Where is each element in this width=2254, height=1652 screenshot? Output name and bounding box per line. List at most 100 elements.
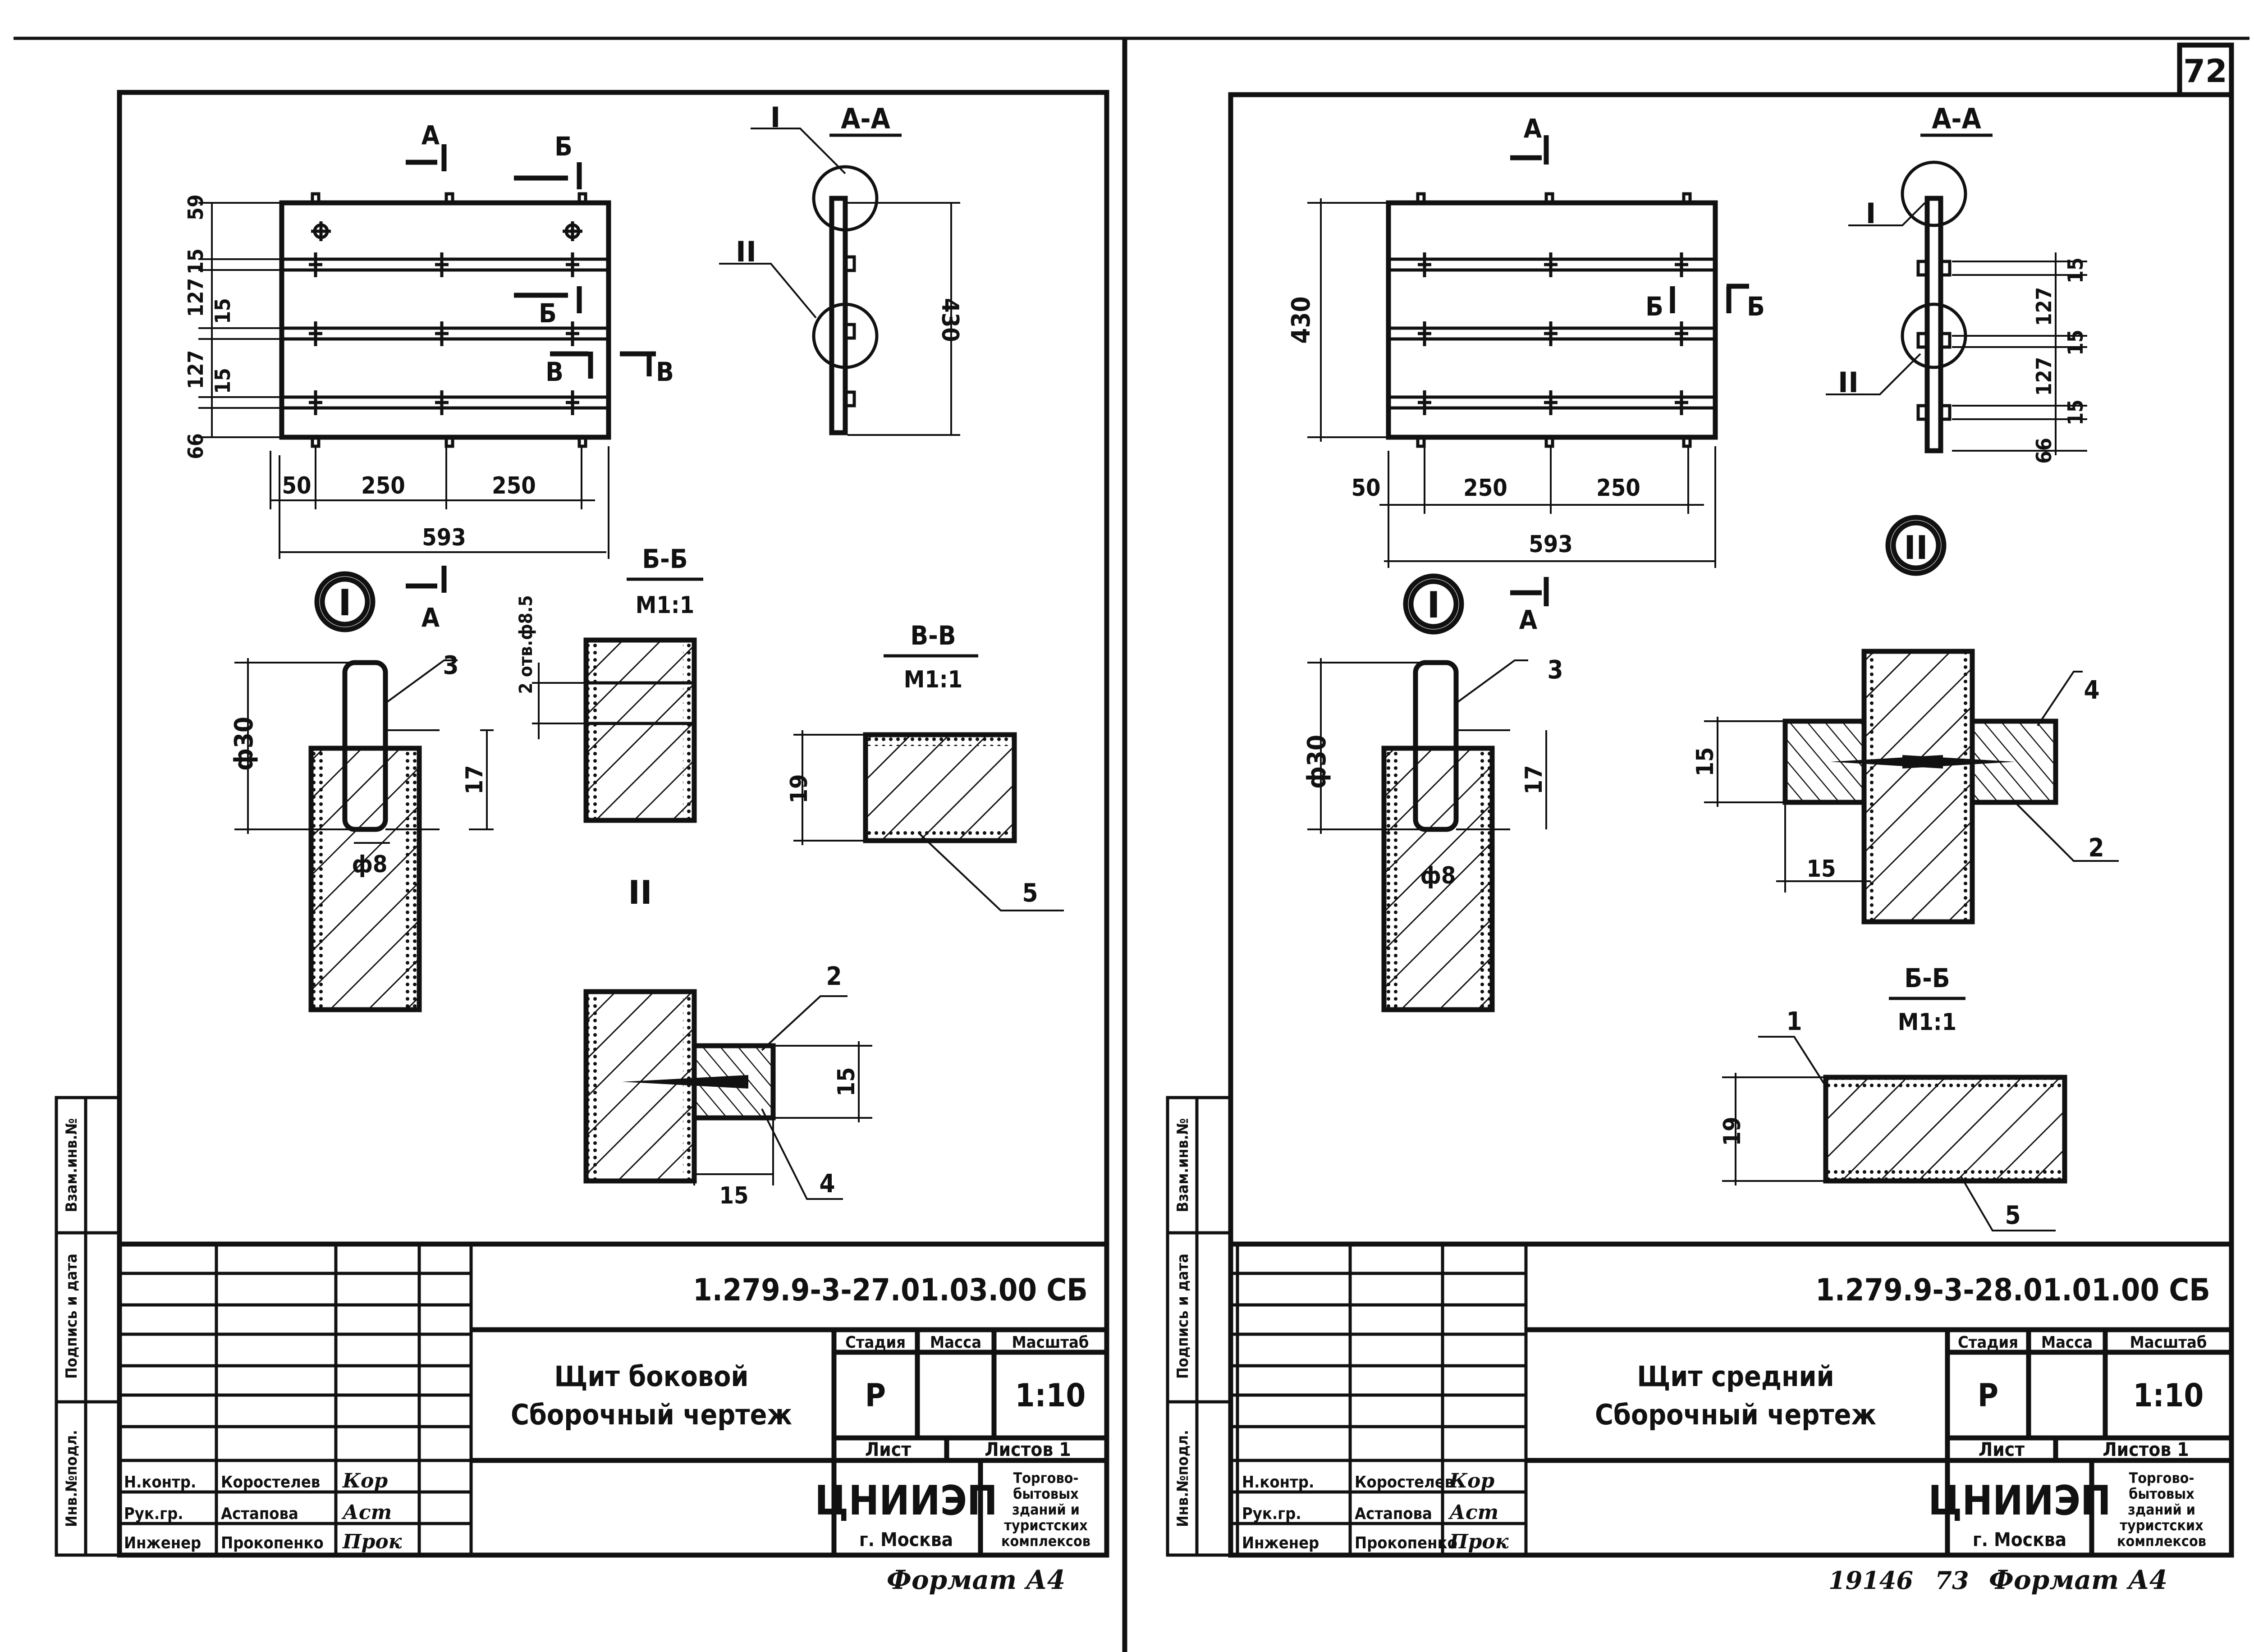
right-section-aa: А-А I II 15 127 15 127 15 66 II <box>1826 102 2088 576</box>
right-dim-593: 593 <box>1529 531 1573 558</box>
left-pin-top-1 <box>311 192 321 205</box>
left-cut-v-right: В <box>656 357 674 387</box>
left-dim-vertical-lines <box>198 202 282 438</box>
left-bb-scale: М1:1 <box>636 592 694 619</box>
left-detail-II-title: II <box>628 874 652 911</box>
right-detail-II-15v: 15 <box>1692 747 1719 776</box>
left-vv-title: В-В <box>910 620 956 651</box>
left-tb-desc-1: бытовых <box>1013 1485 1079 1502</box>
left-batten-1 <box>280 257 610 272</box>
left-aa-dim-430: 430 <box>936 298 963 342</box>
right-nail-marks <box>1418 252 1688 415</box>
sheet-ref: 73 <box>1935 1566 1969 1595</box>
right-bb-part-5: 5 <box>2005 1201 2020 1230</box>
left-tb-role-0: Н.контр. <box>124 1473 196 1492</box>
left-cut-a-bottom: А <box>421 602 440 633</box>
left-detail-I-d8: ф8 <box>352 851 388 878</box>
right-tb-mass-h: Масса <box>2041 1333 2093 1352</box>
page-number: 72 <box>2183 53 2227 90</box>
left-cut-v-left: В <box>545 357 564 387</box>
left-detail-I-d30: ф30 <box>229 717 259 771</box>
left-section-vv: В-В М1:1 19 5 <box>786 620 1064 911</box>
left-detail-I-part-3: 3 <box>443 651 458 680</box>
left-detail-I-17: 17 <box>461 765 488 794</box>
left-tb-scale: 1:10 <box>1015 1377 1086 1414</box>
left-side-inv: Инв.№подл. <box>63 1430 81 1527</box>
right-cut-b-left: Б <box>1645 291 1663 322</box>
left-tb-mass-h: Масса <box>930 1333 981 1352</box>
right-side-sign: Подпись и дата <box>1174 1254 1192 1379</box>
left-cut-b-mid: Б <box>539 298 557 329</box>
right-detail-I-part-3: 3 <box>1547 655 1563 685</box>
left-tb-desc-0: Торгово- <box>1013 1469 1079 1487</box>
right-tb-sign-2: Прок <box>1448 1530 1509 1553</box>
left-detail-I: ф30 17 ф8 3 <box>229 651 494 1012</box>
left-callout-I: I <box>770 101 780 134</box>
right-bb-19: 19 <box>1719 1117 1746 1146</box>
left-tb-sheets: Листов 1 <box>985 1438 1071 1460</box>
right-callout-II: II <box>1838 366 1859 399</box>
right-cut-a-bottom: А <box>1519 604 1538 635</box>
left-tb-stage-h: Стадия <box>845 1333 906 1352</box>
left-pin-top-2 <box>444 192 454 205</box>
left-dim-593: 593 <box>422 524 466 551</box>
right-detail-II: 15 15 4 2 <box>1692 649 2119 924</box>
left-callout-II-circle <box>812 302 879 369</box>
left-tb-sign-2: Прок <box>342 1530 402 1553</box>
right-tb-stage-h: Стадия <box>1958 1333 2018 1352</box>
left-tb-desc-2: зданий и <box>1012 1501 1080 1518</box>
left-side-strip: Инв.№подл. Подпись и дата Взам.инв.№ <box>55 1096 121 1557</box>
right-section-aa-title: А-А <box>1932 102 1981 135</box>
left-dim-15b: 15 <box>211 298 235 324</box>
left-bb-hole <box>584 681 696 725</box>
left-vv-19: 19 <box>786 774 813 803</box>
right-detail-II-15h: 15 <box>1806 856 1836 883</box>
right-side-strip: Инв.№подл. Подпись и дата Взам.инв.№ <box>1166 1096 1232 1557</box>
left-section-aa: А-А 430 I II <box>719 101 963 436</box>
left-detail-II-15v: 15 <box>833 1067 860 1096</box>
right-bb-part-1: 1 <box>1786 1007 1802 1036</box>
left-dim-15a: 15 <box>183 248 208 275</box>
right-tb-sign-0: Кор <box>1448 1469 1494 1492</box>
right-detail-I-d30: ф30 <box>1302 735 1332 789</box>
right-tb-sheets: Листов 1 <box>2103 1438 2189 1460</box>
left-callout-I-circle <box>812 165 879 232</box>
left-tb-city: г. Москва <box>859 1528 953 1551</box>
right-detail-II-part-4: 4 <box>2084 676 2099 705</box>
left-cut-a-top: А <box>421 120 440 151</box>
right-side-inv: Инв.№подл. <box>1174 1430 1192 1527</box>
left-bb-title: Б-Б <box>642 544 687 574</box>
left-dim-250b: 250 <box>492 472 536 499</box>
left-bb-hole-label: 2 отв.ф8.5 <box>516 595 536 694</box>
right-tb-sign-1: Аст <box>1448 1501 1498 1524</box>
right-side-replace: Взам.инв.№ <box>1174 1118 1192 1213</box>
left-dim-250a: 250 <box>361 472 405 499</box>
right-dim-50: 50 <box>1351 475 1380 502</box>
left-aa-board <box>829 196 848 435</box>
right-cut-a-top: А <box>1524 113 1542 144</box>
left-dim-127a: 127 <box>183 278 208 317</box>
left-pin <box>342 660 388 832</box>
right-tb-role-2: Инженер <box>1242 1534 1319 1552</box>
right-main-view: 430 50 250 250 593 А А Б Б I <box>1287 113 1765 635</box>
right-tb-desc-4: комплексов <box>2117 1533 2206 1550</box>
left-side-replace: Взам.инв.№ <box>63 1118 81 1213</box>
right-title-block: 1.279.9-3-28.01.01.00 СБ Щит средний Сбо… <box>1231 1241 2231 1555</box>
left-dim-66: 66 <box>183 433 208 459</box>
right-tb-role-1: Рук.гр. <box>1242 1505 1301 1523</box>
left-side-sign: Подпись и дата <box>63 1254 81 1379</box>
left-dim-59: 59 <box>183 194 208 220</box>
left-tb-name2: Сборочный чертеж <box>511 1398 792 1431</box>
right-sheet: 430 50 250 250 593 А А Б Б I А-А <box>1166 92 2234 1595</box>
left-vv-scale: М1:1 <box>904 666 962 693</box>
right-tb-name-1: Астапова <box>1355 1505 1432 1523</box>
right-bb-title: Б-Б <box>1904 963 1950 993</box>
left-sheet: 59 15 127 15 127 15 66 50 250 250 593 А … <box>55 90 1109 1595</box>
left-detail-II-15h: 15 <box>719 1182 748 1209</box>
right-dim-250b: 250 <box>1596 475 1640 502</box>
right-tb-city: г. Москва <box>1973 1528 2066 1551</box>
left-tb-stage: Р <box>865 1377 886 1414</box>
left-dim-horizontal-lines <box>270 446 609 559</box>
left-vv-part-5: 5 <box>1022 879 1038 908</box>
right-tb-stage: Р <box>1978 1377 1998 1414</box>
